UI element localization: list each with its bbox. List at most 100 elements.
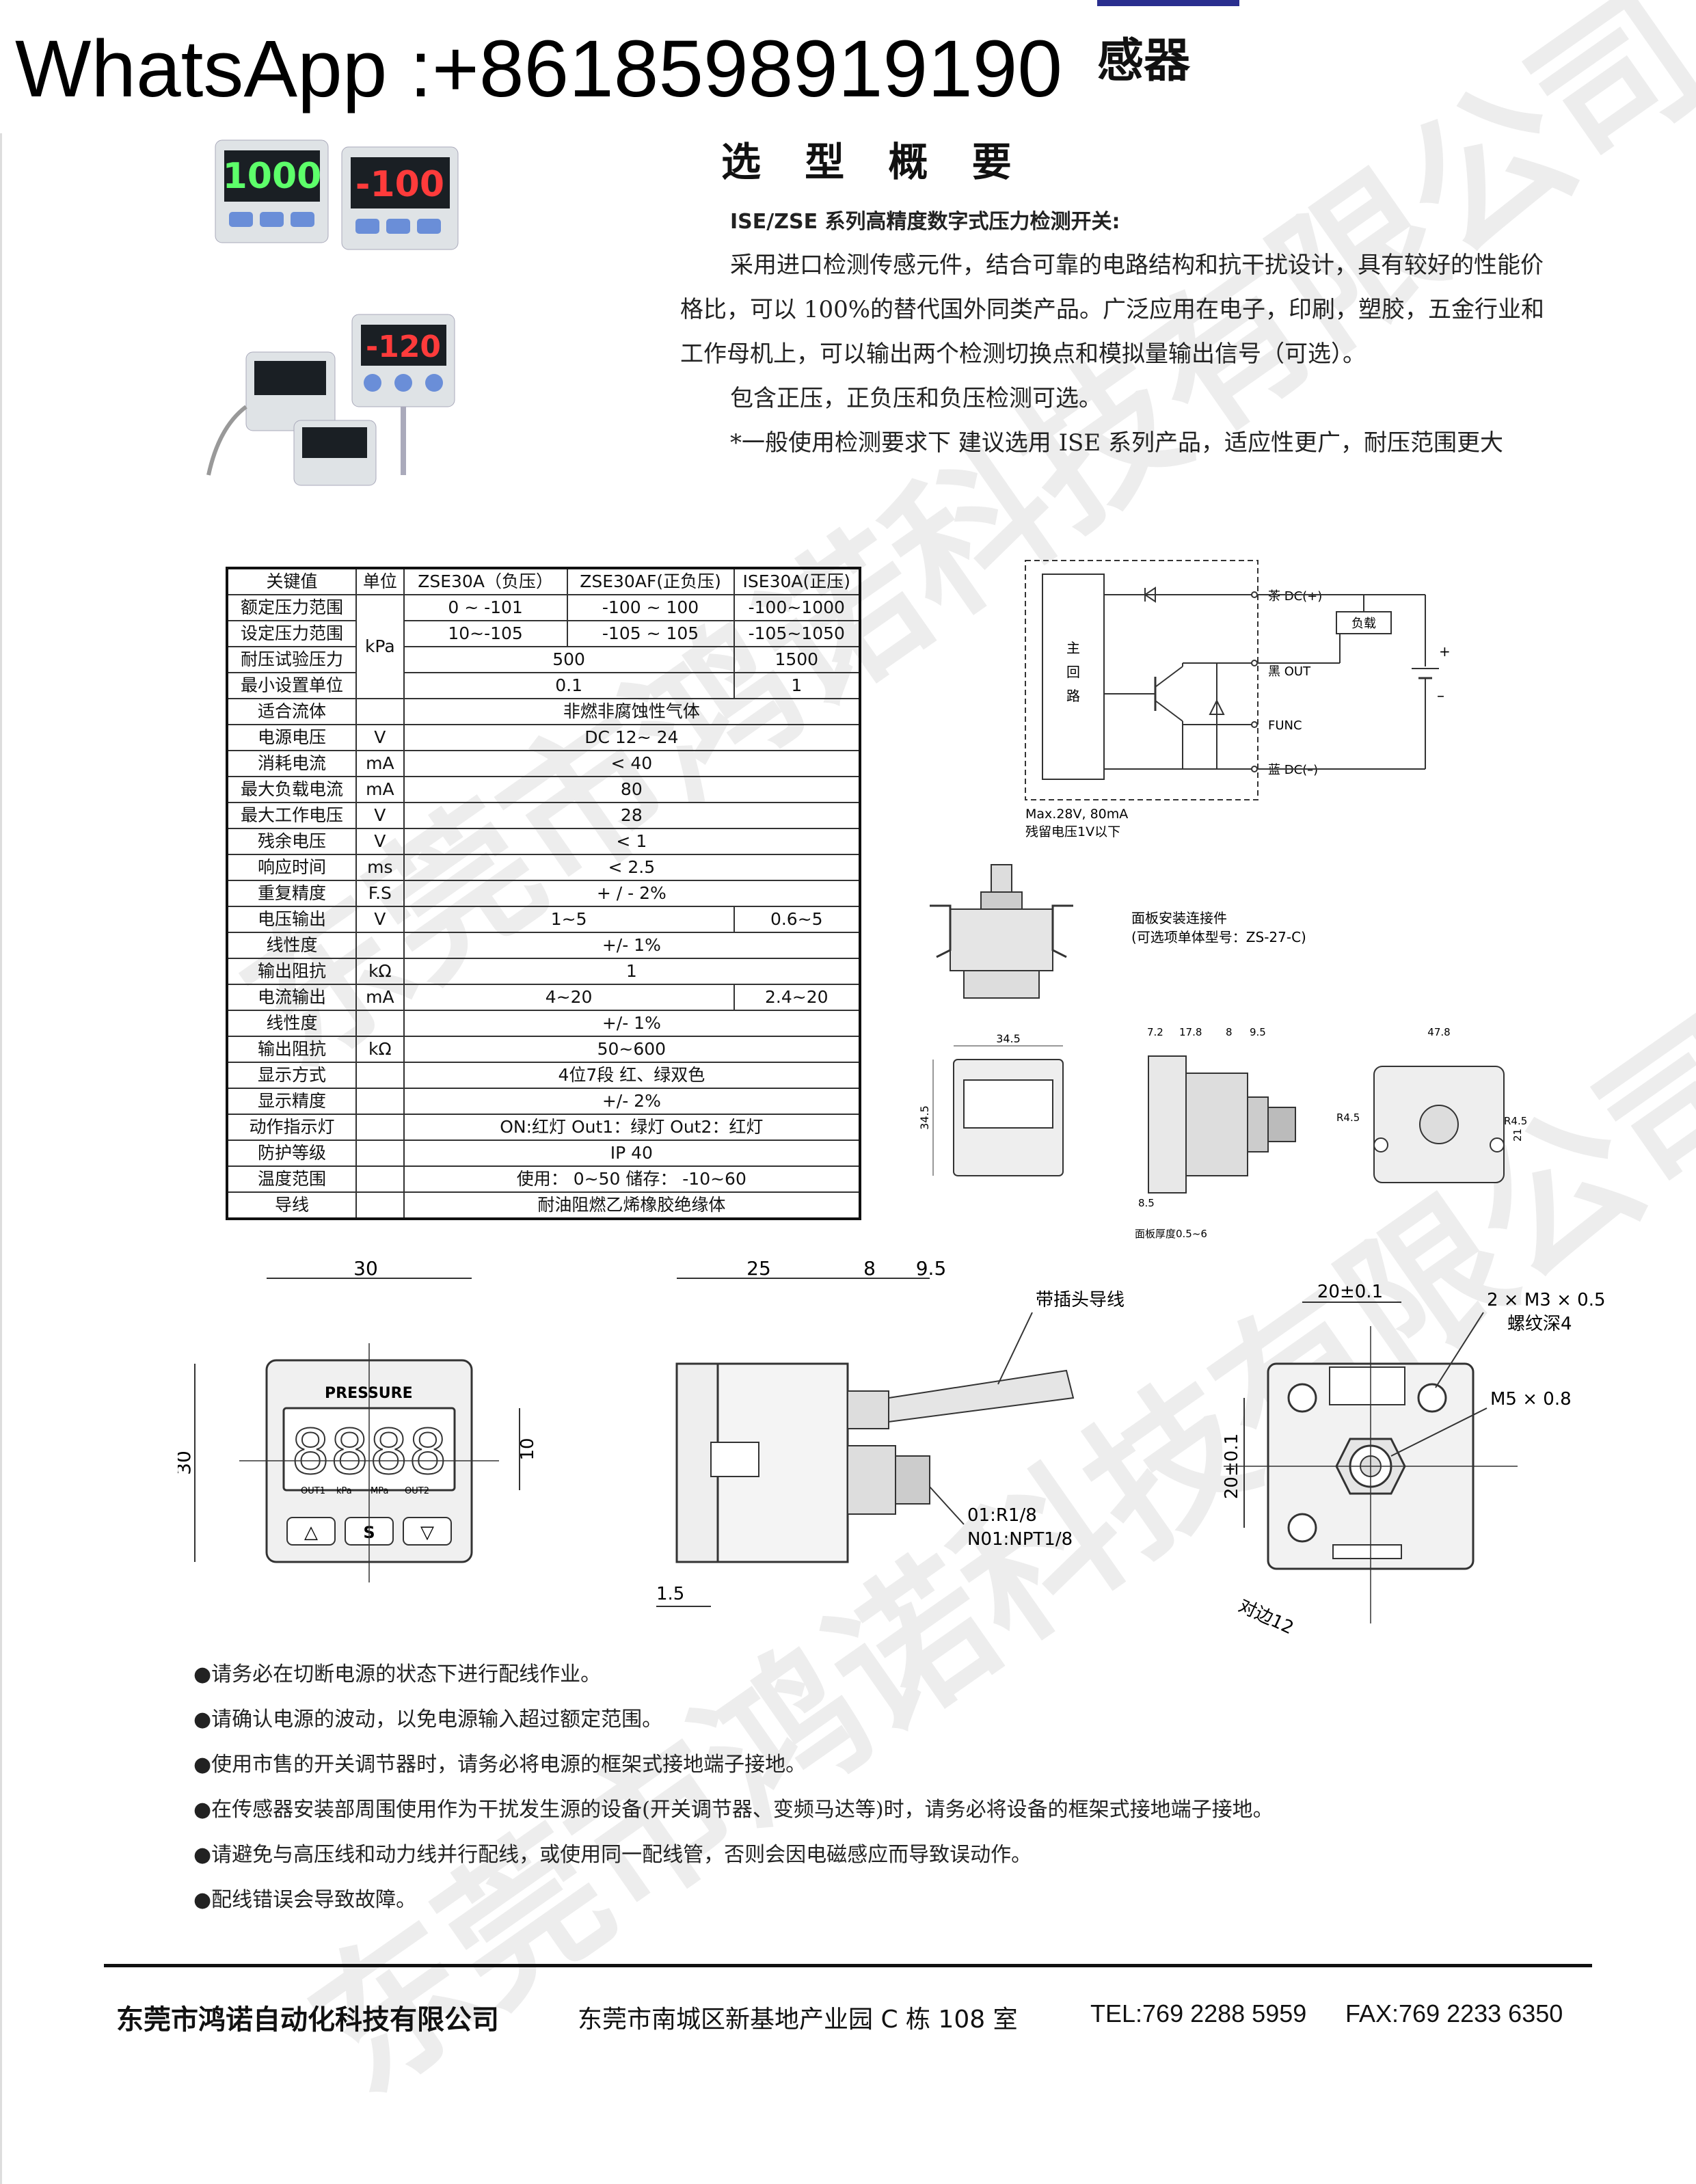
back-m5-spec: M5 × 0.8 xyxy=(1490,1389,1572,1410)
wire-func-label: FUNC xyxy=(1268,718,1302,733)
side-dim-3: 8 xyxy=(1226,1026,1233,1038)
front-label-mpa: MPa xyxy=(371,1486,388,1496)
table-cell: kΩ xyxy=(355,1036,405,1063)
table-row: 适合流体 非燃非腐蚀性气体 xyxy=(226,698,861,725)
table-row: 设定压力范围 10~-105 -105 ~ 105 -105~1050 xyxy=(226,620,861,647)
table-cell: 显示方式 xyxy=(226,1062,357,1089)
table-cell: 输出阻抗 xyxy=(226,1036,357,1063)
bracket-label-1: 面板安装连接件 xyxy=(1131,910,1227,926)
table-cell: 最小设置单位 xyxy=(226,672,357,699)
back-hex-size: 对边12 xyxy=(1235,1595,1297,1639)
table-cell: 28 xyxy=(403,802,861,829)
back-height: 21 xyxy=(1511,1129,1524,1142)
whatsapp-banner[interactable]: WhatsApp :+8618598919190 xyxy=(15,24,1062,114)
side-dim-2: 17.8 xyxy=(1179,1026,1202,1038)
table-cell: +/- 2% xyxy=(403,1088,861,1115)
header-cell: ISE30A(正压) xyxy=(733,567,861,595)
table-cell xyxy=(355,1088,405,1115)
sensor-display-1: 1000 xyxy=(223,156,322,197)
table-cell: kΩ xyxy=(355,958,405,985)
small-front-height: 34.5 xyxy=(918,1105,931,1130)
table-cell: +/- 1% xyxy=(403,1010,861,1037)
table-cell: 0.6~5 xyxy=(733,906,861,933)
footer-tel[interactable]: TEL:769 2288 5959 xyxy=(1090,1999,1307,2027)
table-cell: 最大工作电压 xyxy=(226,802,357,829)
table-cell: 残余电压 xyxy=(226,828,357,855)
table-cell: ms xyxy=(355,854,405,881)
small-front-view: 34.5 34.5 xyxy=(918,1032,1064,1176)
table-cell: V xyxy=(355,724,405,751)
side-view-drawing: 25 8 9.5 带插头导线 01:R1/8 N01:NPT1/8 1.5 xyxy=(656,1261,1125,1607)
small-side-view: 7.2 17.8 8 9.5 8.5 面板厚度0.5~6 xyxy=(1135,1026,1296,1240)
wire-black-label: 黑 OUT xyxy=(1268,664,1311,679)
side-dim-1-5: 1.5 xyxy=(656,1584,684,1604)
table-cell: 500 xyxy=(403,646,735,673)
table-cell xyxy=(355,1114,405,1141)
circuit-note-2: 残留电压1V以下 xyxy=(1025,824,1120,839)
small-dimension-drawings: 34.5 34.5 7.2 17.8 8 9.5 8.5 面板厚度0.5~6 4… xyxy=(918,1026,1527,1240)
table-cell: 重复精度 xyxy=(226,880,357,907)
footer-fax: FAX:769 2233 6350 xyxy=(1345,1999,1563,2027)
table-cell: 额定压力范围 xyxy=(226,594,357,621)
side-depth-dim: 25 xyxy=(746,1261,771,1280)
side-panel-thickness: 面板厚度0.5~6 xyxy=(1135,1228,1207,1240)
table-cell: 使用： 0~50 储存： -10~60 xyxy=(403,1165,861,1193)
bracket-label-2: (可选项单体型号：ZS-27-C) xyxy=(1131,929,1306,945)
table-cell xyxy=(355,698,405,725)
table-cell: 显示精度 xyxy=(226,1088,357,1115)
front-btn-down: ▽ xyxy=(420,1522,434,1543)
table-cell xyxy=(355,1191,405,1219)
table-cell: 电源电压 xyxy=(226,724,357,751)
sensor-display-2: -100 xyxy=(355,164,444,205)
table-cell: 消耗电流 xyxy=(226,750,357,777)
back-thread-depth: 螺纹深4 xyxy=(1507,1314,1572,1334)
table-cell: 非燃非腐蚀性气体 xyxy=(403,698,861,725)
front-label-kpa: kPa xyxy=(336,1486,352,1496)
table-cell xyxy=(355,1062,405,1089)
sensor-photo-3: -120 xyxy=(351,314,455,475)
small-back-view: 47.8 R4.5 R4.5 21 xyxy=(1336,1026,1527,1183)
table-cell: +/- 1% xyxy=(403,932,861,959)
header-cell: ZSE30AF(正负压) xyxy=(566,567,735,595)
table-cell: < 1 xyxy=(403,828,861,855)
load-label: 负载 xyxy=(1351,617,1376,631)
battery-plus: + xyxy=(1439,643,1451,660)
footer-company: 东莞市鸿诺自动化科技有限公司 xyxy=(116,2004,499,2036)
table-cell: 0 ~ -101 xyxy=(403,594,568,621)
table-cell: + / - 2% xyxy=(403,880,861,907)
note-5: ●请避免与高压线和动力线并行配线，或使用同一配线管，否则会因电磁感应而导致误动作… xyxy=(193,1843,1032,1867)
main-circuit-char-2: 回 xyxy=(1066,664,1080,680)
side-dim-8: 8 xyxy=(863,1261,876,1280)
table-cell: mA xyxy=(355,750,405,777)
header-cell: ZSE30A（负压） xyxy=(403,567,568,595)
table-cell: 80 xyxy=(403,776,861,803)
front-label-out1: OUT1 xyxy=(301,1486,325,1496)
table-cell: DC 12~ 24 xyxy=(403,724,861,751)
table-cell: 1 xyxy=(733,672,861,699)
wire-blue-label: 蓝 DC(–) xyxy=(1268,763,1318,777)
table-cell: -105 ~ 105 xyxy=(566,620,735,647)
table-cell: 线性度 xyxy=(226,1010,357,1037)
front-width-dim: 30 xyxy=(353,1261,378,1280)
summary-line-5: 包含正压，正负压和负压检测可选。 xyxy=(730,385,1102,412)
summary-line-4: 工作母机上，可以输出两个检测切换点和模拟量输出信号（可选）。 xyxy=(680,340,1366,368)
summary-line-6: *一般使用检测要求下 建议选用 ISE 系列产品，适应性更广，耐压范围更大 xyxy=(730,429,1503,457)
table-cell: 线性度 xyxy=(226,932,357,959)
summary-line-2: 采用进口检测传感元件，结合可靠的电路结构和抗干扰设计，具有较好的性能价 xyxy=(730,252,1544,279)
table-cell: 1500 xyxy=(733,646,861,673)
table-cell: 适合流体 xyxy=(226,698,357,725)
table-cell xyxy=(355,1140,405,1167)
wire-brown-label: 茶 DC(+) xyxy=(1268,589,1322,604)
front-btn-up: △ xyxy=(304,1522,318,1543)
table-row: 耐压试验压力 500 1500 xyxy=(226,646,861,673)
note-4: ●在传感器安装部周围使用作为干扰发生源的设备(开关调节器、变频马达等)时，请务必… xyxy=(193,1798,1274,1822)
side-thread-1: 01:R1/8 xyxy=(967,1505,1037,1526)
header-cell: 单位 xyxy=(355,567,405,595)
